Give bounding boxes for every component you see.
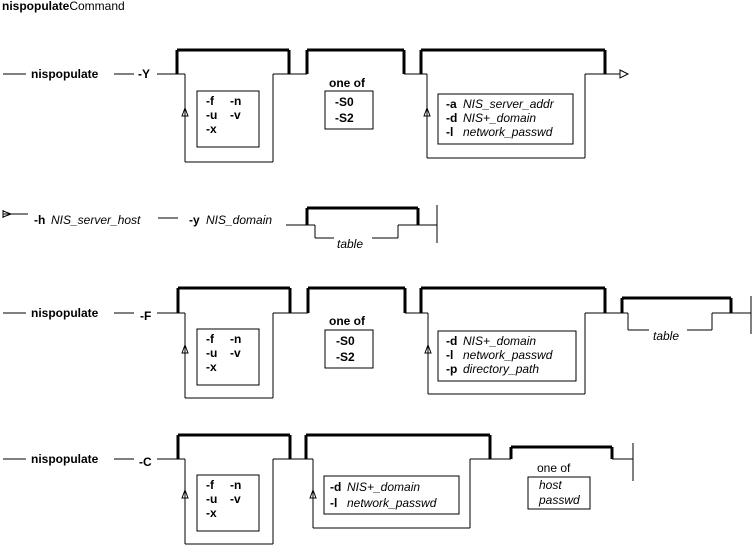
option-n: -n [230,332,241,346]
diagram-title: nispopulateCommand [2,0,125,13]
option-n: -n [230,478,241,492]
command-name: nispopulate [31,452,99,466]
option-S0: -S0 [336,334,355,348]
option-n: -n [230,94,241,108]
lines.3-groups-1-options-1-arg: network_passwd [347,496,437,510]
option-x: -x [206,122,217,136]
choice-box [324,90,374,130]
option-host: host [539,478,562,492]
repeat-arrow-up [423,106,431,117]
lines.1-items-1-arg: NIS_domain [206,213,272,227]
option-u: -u [206,346,217,360]
option-box [196,90,260,148]
choice-header: one of [537,461,571,475]
choice-header: one of [329,314,366,328]
option-S0: -S0 [335,95,354,109]
option-S2: -S2 [336,350,355,364]
option-passwd: passwd [538,493,580,507]
option-box [196,474,260,532]
repeat-arrow-up [181,488,189,499]
lines.1-items-0-flag: -h [34,213,45,227]
choice-box [324,329,374,369]
option-box [437,93,574,145]
option-table: table [337,237,363,251]
option-v: -v [230,492,241,506]
lines.2-groups-2-options-1-flag: -l [446,348,453,362]
option-f: -f [206,478,215,492]
lines.2-groups-2-options-0-arg: NIS+_domain [463,334,536,348]
option-u: -u [206,108,217,122]
lines.3-groups-1-options-0-arg: NIS+_domain [347,480,420,494]
repeat-arrow-up [181,343,189,354]
command-flag: -Y [138,67,150,81]
option-S2: -S2 [335,111,354,125]
lines.0-groups-2-options-1-flag: -d [446,111,457,125]
lines.0-groups-2-options-2-arg: network_passwd [463,125,553,139]
lines.2-groups-2-options-2-flag: -p [446,362,457,376]
lines.0-groups-2-options-0-flag: -a [446,97,457,111]
lines.0-groups-2-options-1-arg: NIS+_domain [463,111,536,125]
option-table: table [653,329,679,343]
title-command: nispopulate [2,0,70,13]
lines.0-groups-2-options-0-arg: NIS_server_addr [463,97,555,111]
option-x: -x [206,360,217,374]
command-flag: -F [140,309,151,323]
option-f: -f [206,94,215,108]
lines.3-groups-1-options-1-flag: -l [330,496,337,510]
option-box [437,330,577,382]
option-u: -u [206,492,217,506]
lines.1-items-0-arg: NIS_server_host [51,213,141,227]
choice-box [527,476,591,510]
option-f: -f [206,332,215,346]
command-name: nispopulate [31,306,99,320]
option-x: -x [206,506,217,520]
repeat-arrow-up [424,343,432,354]
continue-arrow-icon [619,69,630,79]
title-suffix: Command [69,0,125,13]
lines.2-groups-2-options-1-arg: network_passwd [463,348,553,362]
choice-header: one of [329,76,366,90]
command-name: nispopulate [31,67,99,81]
lines.2-groups-2-options-0-flag: -d [446,334,457,348]
option-box [323,475,460,515]
command-flag: -C [139,455,152,469]
option-box [196,328,260,386]
option-v: -v [230,346,241,360]
option-v: -v [230,108,241,122]
repeat-arrow-up [181,106,189,117]
repeat-arrow-up [309,488,317,499]
lines.3-groups-1-options-0-flag: -d [330,480,341,494]
lines.2-groups-2-options-2-arg: directory_path [463,362,539,376]
lines.1-items-1-flag: -y [189,213,200,227]
lines.0-groups-2-options-2-flag: -l [446,125,453,139]
